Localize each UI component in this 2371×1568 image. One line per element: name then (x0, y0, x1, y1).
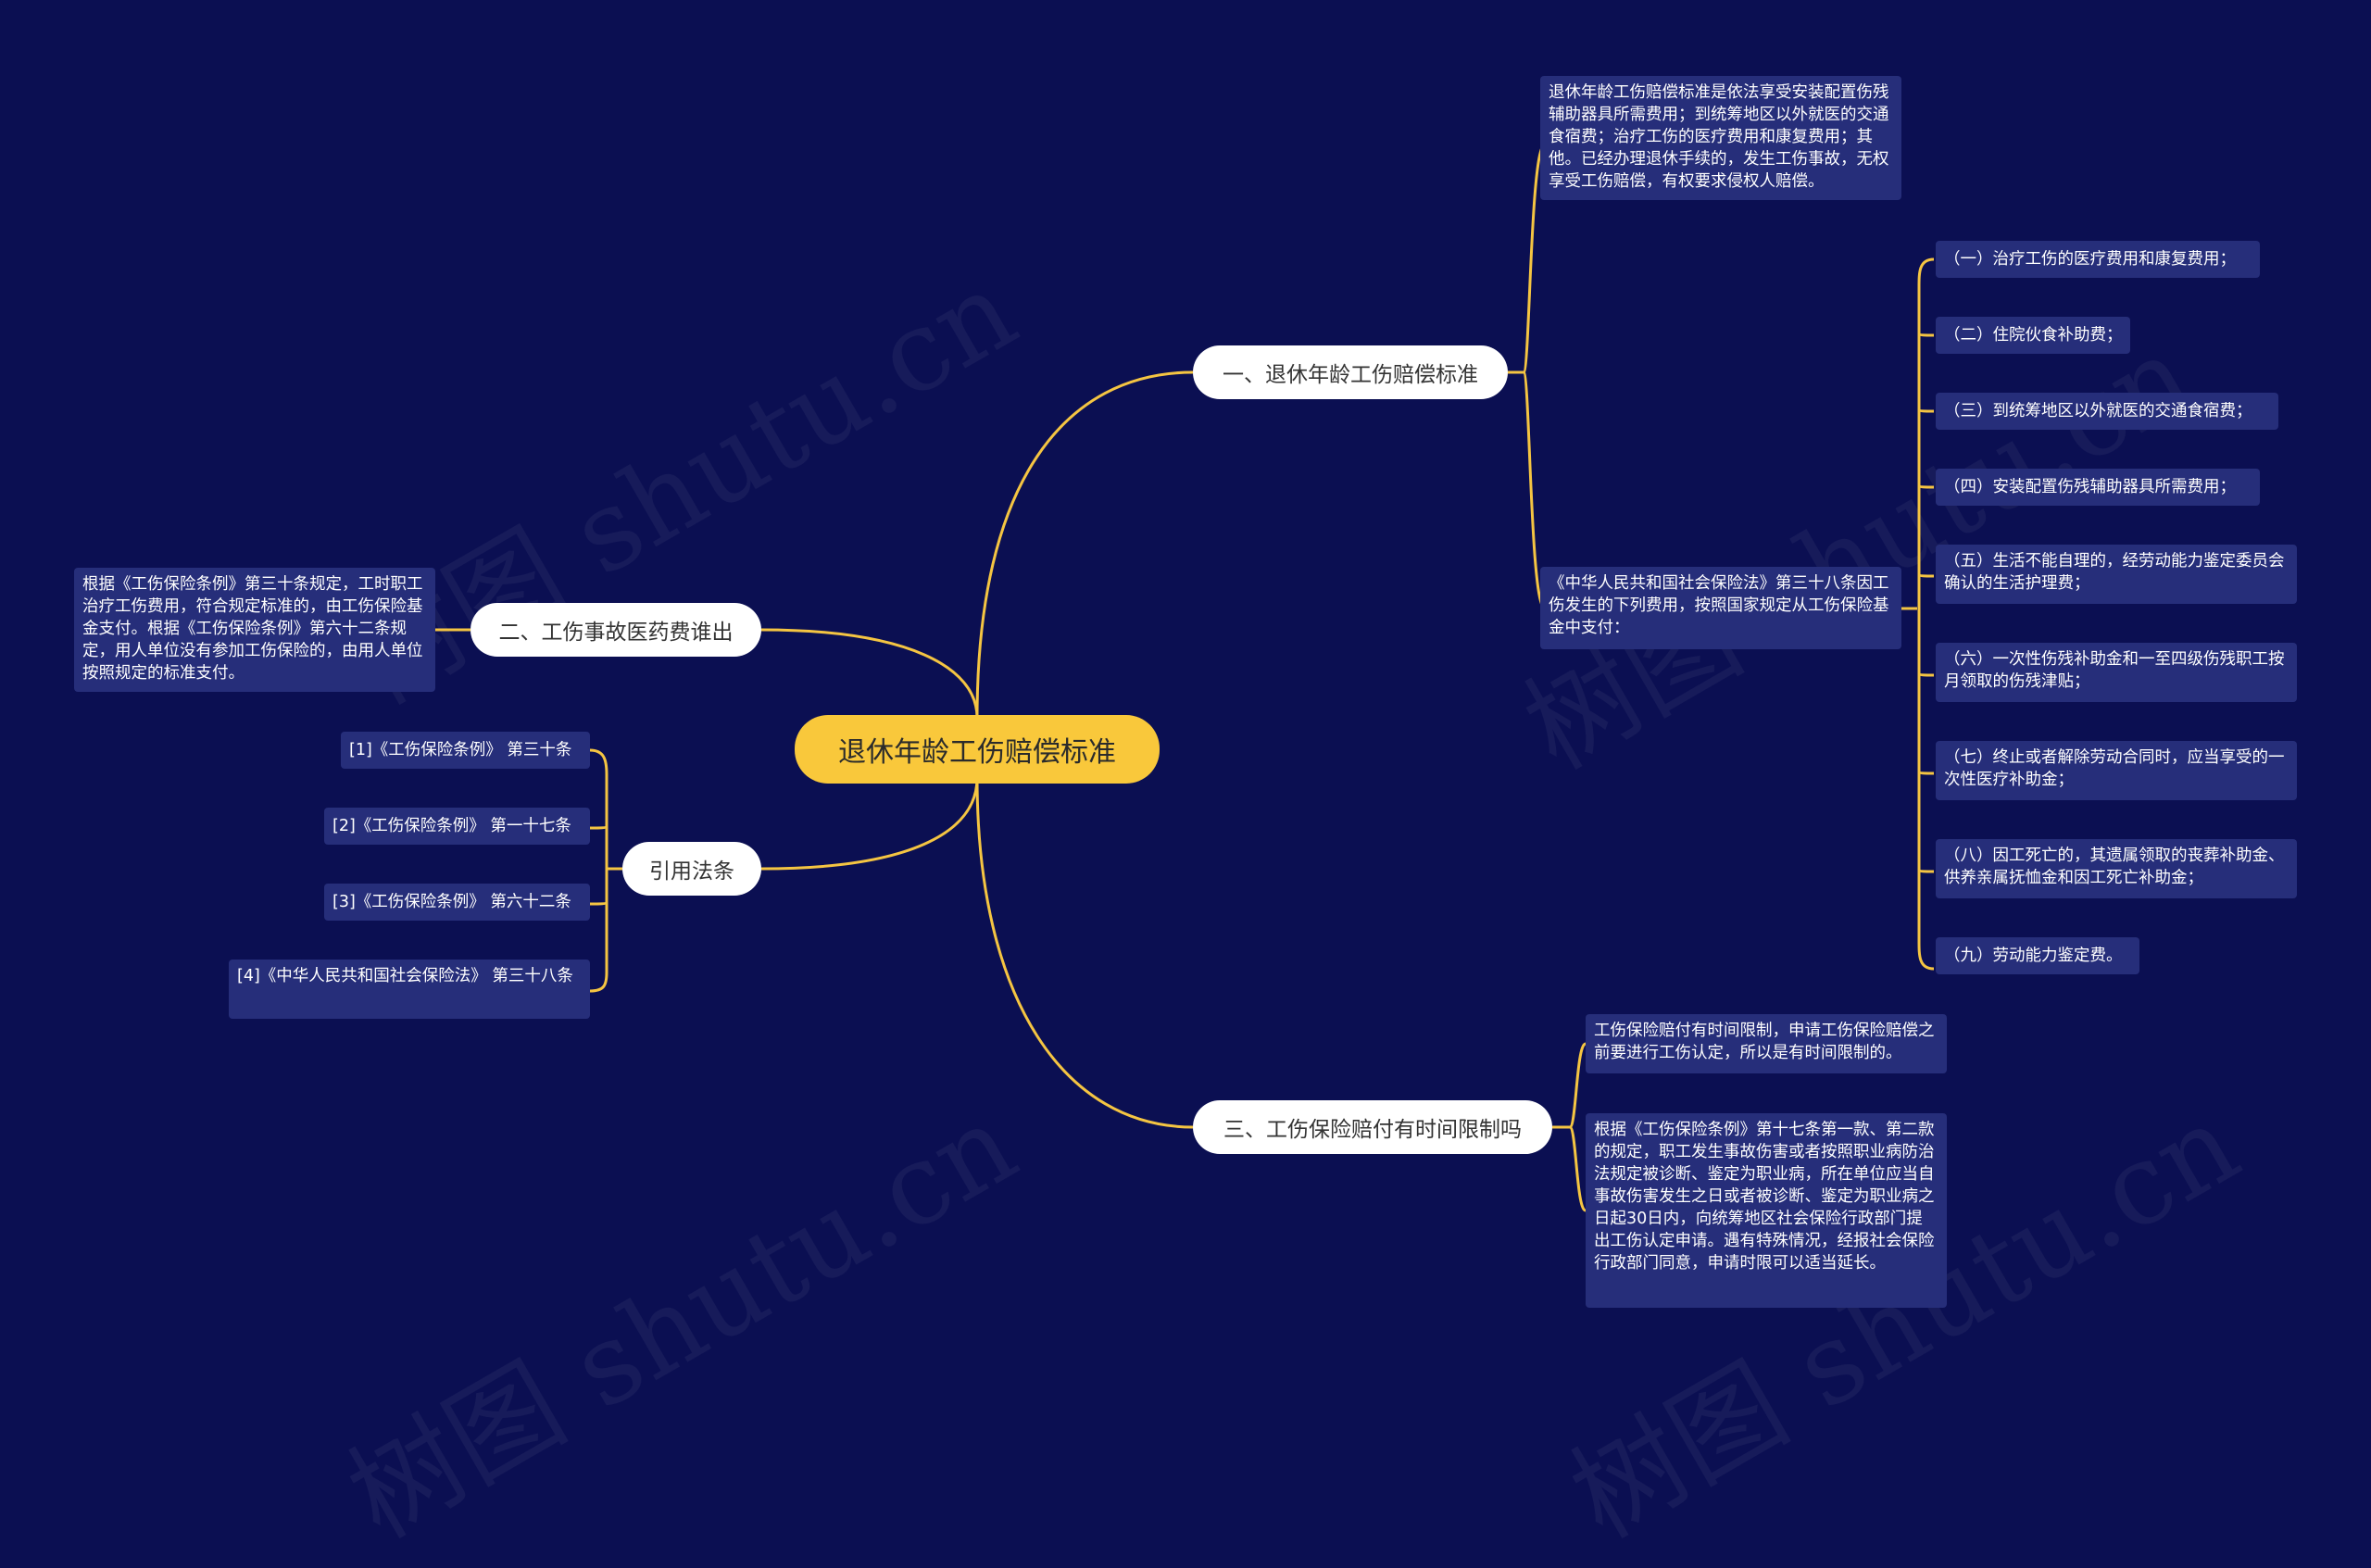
leaf-text: （五）生活不能自理的，经劳动能力鉴定委员会确认的生活护理费； (1944, 552, 2285, 593)
branch-label: 二、工伤事故医药费谁出 (498, 621, 734, 645)
leaf-text: （一）治疗工伤的医疗费用和康复费用； (1944, 250, 2236, 269)
leaf-item-8[interactable]: （八）因工死亡的，其遗属领取的丧葬补助金、供养亲属抚恤金和因工死亡补助金； (1936, 839, 2297, 898)
leaf-item-3[interactable]: （三）到统筹地区以外就医的交通食宿费； (1936, 393, 2278, 430)
branch-label: 三、工伤保险赔付有时间限制吗 (1223, 1118, 1522, 1142)
leaf-text: 工伤保险赔付有时间限制，申请工伤保险赔偿之前要进行工伤认定，所以是有时间限制的。 (1594, 1022, 1935, 1062)
connector-root-b4 (975, 777, 1194, 1129)
connector-root-b2 (760, 628, 979, 719)
branch-node-references[interactable]: 引用法条 (622, 842, 761, 896)
root-node[interactable]: 退休年龄工伤赔偿标准 (795, 715, 1160, 784)
leaf-text: [4]《中华人民共和国社会保险法》 第三十八条 (237, 967, 573, 985)
leaf-text: （八）因工死亡的，其遗属领取的丧葬补助金、供养亲属抚恤金和因工死亡补助金； (1944, 847, 2285, 887)
branch-label: 引用法条 (649, 859, 734, 884)
connector-b4-text1 (1552, 1042, 1587, 1129)
leaf-ref-2[interactable]: [2]《工伤保险条例》 第一十七条 (324, 808, 590, 845)
items-bracket (1917, 257, 1935, 971)
branch-node-medical-cost[interactable]: 二、工伤事故医药费谁出 (470, 603, 761, 657)
leaf-text: （二）住院伙食补助费； (1944, 326, 2123, 345)
connector-b4-text2 (1552, 1125, 1587, 1212)
leaf-text: 根据《工伤保险条例》第三十条规定，工时职工治疗工伤费用，符合规定标准的，由工伤保… (82, 575, 423, 683)
leaf-ref-1[interactable]: [1]《工伤保险条例》 第三十条 (341, 732, 590, 769)
leaf-standard-summary[interactable]: 退休年龄工伤赔偿标准是依法享受安装配置伤残辅助器具所需费用；到统筹地区以外就医的… (1540, 76, 1901, 200)
leaf-medical-cost-text[interactable]: 根据《工伤保险条例》第三十条规定，工时职工治疗工伤费用，符合规定标准的，由工伤保… (74, 568, 435, 692)
leaf-item-9[interactable]: （九）劳动能力鉴定费。 (1936, 937, 2139, 974)
leaf-text: （三）到统筹地区以外就医的交通食宿费； (1944, 402, 2252, 420)
leaf-text: 退休年龄工伤赔偿标准是依法享受安装配置伤残辅助器具所需费用；到统筹地区以外就医的… (1549, 83, 1889, 191)
mind-map-canvas: 树图 shutu.cn 树图 shutu.cn 树图 shutu.cn 树图 s… (74, 76, 2297, 1563)
leaf-text: （七）终止或者解除劳动合同时，应当享受的一次性医疗补助金； (1944, 748, 2285, 789)
leaf-ref-3[interactable]: [3]《工伤保险条例》 第六十二条 (324, 884, 590, 921)
leaf-item-4[interactable]: （四）安装配置伤残辅助器具所需费用； (1936, 469, 2260, 506)
connector-lines (435, 143, 1935, 1212)
connector-b1-summary (1508, 143, 1547, 374)
connector-b1-law (1508, 370, 1547, 610)
leaf-text: （四）安装配置伤残辅助器具所需费用； (1944, 478, 2236, 496)
leaf-text: （六）一次性伤残补助金和一至四级伤残职工按月领取的伤残津贴； (1944, 650, 2285, 691)
leaf-social-insurance-law[interactable]: 《中华人民共和国社会保险法》第三十八条因工伤发生的下列费用，按照国家规定从工伤保… (1540, 567, 1901, 649)
leaf-text: （九）劳动能力鉴定费。 (1944, 947, 2123, 965)
branch-node-time-limit[interactable]: 三、工伤保险赔付有时间限制吗 (1193, 1100, 1552, 1154)
branch-label: 一、退休年龄工伤赔偿标准 (1223, 363, 1478, 387)
leaf-item-6[interactable]: （六）一次性伤残补助金和一至四级伤残职工按月领取的伤残津贴； (1936, 643, 2297, 702)
branch-node-standard[interactable]: 一、退休年龄工伤赔偿标准 (1193, 345, 1508, 399)
leaf-text: 《中华人民共和国社会保险法》第三十八条因工伤发生的下列费用，按照国家规定从工伤保… (1549, 574, 1889, 637)
leaf-ref-4[interactable]: [4]《中华人民共和国社会保险法》 第三十八条 (229, 960, 590, 1019)
leaf-time-limit-text1[interactable]: 工伤保险赔付有时间限制，申请工伤保险赔偿之前要进行工伤认定，所以是有时间限制的。 (1586, 1014, 1947, 1073)
connector-root-b3 (760, 777, 979, 871)
leaf-item-2[interactable]: （二）住院伙食补助费； (1936, 317, 2130, 354)
connector-root-b1 (975, 370, 1194, 719)
leaf-text: 根据《工伤保险条例》第十七条第一款、第二款的规定，职工发生事故伤害或者按照职业病… (1594, 1121, 1935, 1273)
root-label: 退休年龄工伤赔偿标准 (838, 736, 1116, 769)
leaf-time-limit-text2[interactable]: 根据《工伤保险条例》第十七条第一款、第二款的规定，职工发生事故伤害或者按照职业病… (1586, 1113, 1947, 1308)
leaf-text: [3]《工伤保险条例》 第六十二条 (332, 893, 571, 911)
leaf-item-7[interactable]: （七）终止或者解除劳动合同时，应当享受的一次性医疗补助金； (1936, 741, 2297, 800)
leaf-item-1[interactable]: （一）治疗工伤的医疗费用和康复费用； (1936, 241, 2260, 278)
leaf-item-5[interactable]: （五）生活不能自理的，经劳动能力鉴定委员会确认的生活护理费； (1936, 545, 2297, 604)
leaf-text: [1]《工伤保险条例》 第三十条 (349, 741, 572, 759)
refs-bracket (589, 748, 608, 993)
leaf-text: [2]《工伤保险条例》 第一十七条 (332, 817, 571, 835)
